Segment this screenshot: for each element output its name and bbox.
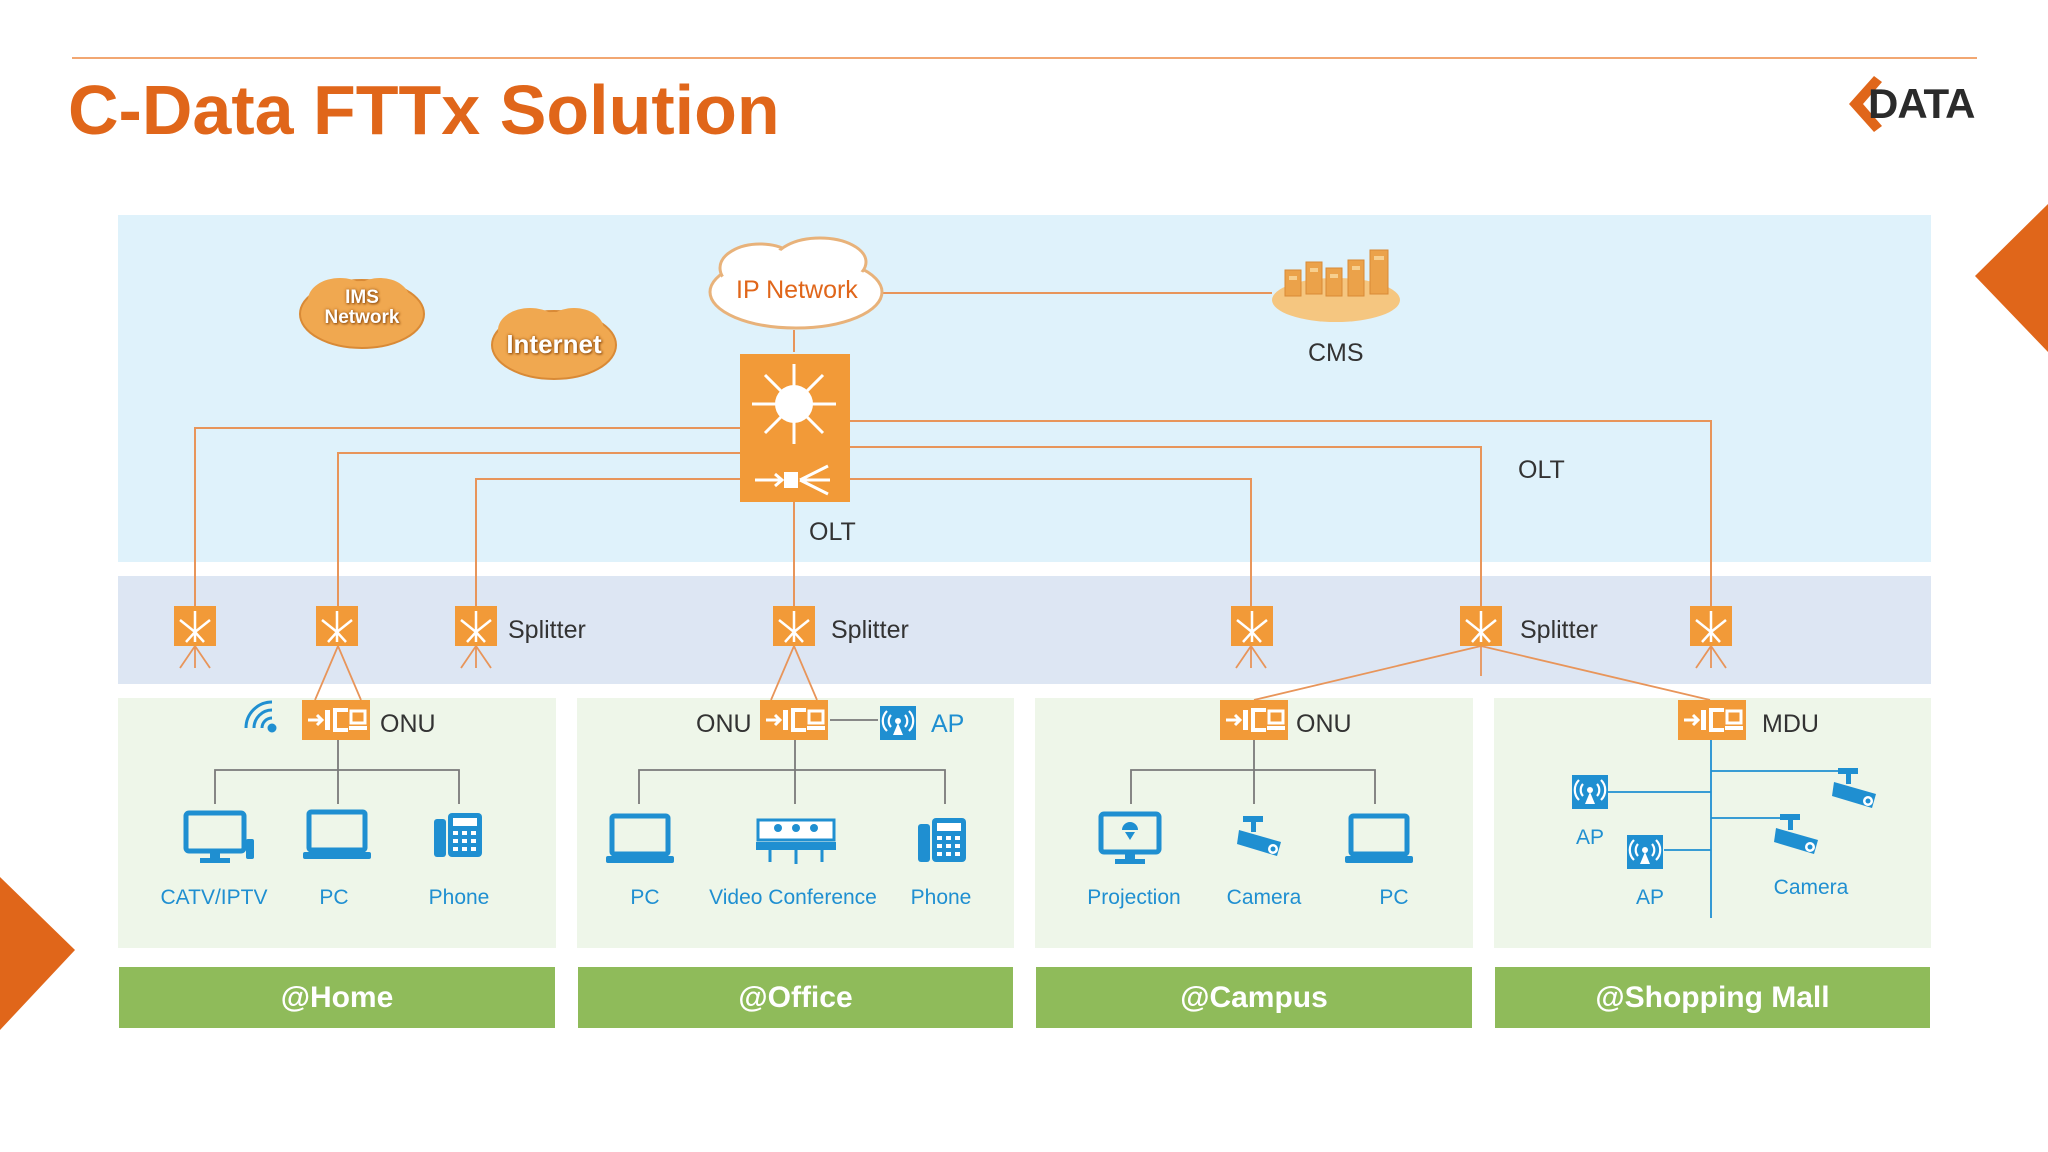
ap-label-office: AP: [931, 710, 965, 738]
olt-label-right: OLT: [1518, 456, 1565, 484]
video-conference-label: Video Conference: [709, 886, 877, 909]
ims-network-cloud: [299, 278, 425, 349]
tv-icon: [186, 813, 254, 863]
projection-icon: [1101, 814, 1159, 864]
catv-iptv-label: CATV/IPTV: [160, 886, 268, 909]
phone-label-home: Phone: [428, 886, 490, 909]
header-divider: [72, 57, 1977, 59]
splitter-drops: [179, 645, 1727, 701]
phone-label-office: Phone: [910, 886, 972, 909]
ip-network-label: IP Network: [736, 276, 858, 304]
ap-label-mall: AP: [1635, 886, 1665, 909]
wifi-icon: [244, 700, 277, 733]
lan-links: [214, 719, 1376, 804]
mdu-label: MDU: [1762, 710, 1819, 738]
footer-shopping-mall: @Shopping Mall: [1495, 967, 1930, 1028]
camera-label-campus: Camera: [1226, 886, 1302, 909]
cms-server-icon: [1272, 249, 1400, 322]
brand-logo-text: DATA: [1868, 80, 1975, 127]
onu-label-office: ONU: [696, 710, 752, 738]
footer-office: @Office: [578, 967, 1013, 1028]
network-core-band: [118, 215, 1931, 562]
footer-home: @Home: [119, 967, 555, 1028]
internet-cloud: [491, 308, 617, 380]
pc-label-office: PC: [630, 886, 660, 909]
onu-label-home: ONU: [380, 710, 436, 738]
olt-switch-icon: [740, 354, 850, 502]
projection-label: Projection: [1087, 886, 1181, 909]
olt-links: [194, 292, 1712, 612]
cms-label: CMS: [1308, 339, 1364, 367]
ap-label-mall: AP: [1575, 826, 1605, 849]
splitter-label: Splitter: [508, 616, 586, 644]
splitter-band: [118, 576, 1931, 684]
pc-label-home: PC: [319, 886, 349, 909]
splitter-label: Splitter: [1520, 616, 1598, 644]
pc-label-campus: PC: [1379, 886, 1409, 909]
footer-campus: @Campus: [1036, 967, 1472, 1028]
right-triangle-decor: [1975, 204, 2048, 352]
left-triangle-decor: [0, 877, 75, 1030]
internet-label: Internet: [506, 329, 602, 359]
splitter-label: Splitter: [831, 616, 909, 644]
mall-lan-links: [1591, 740, 1840, 918]
page-title: C-Data FTTx Solution: [68, 71, 780, 149]
camera-label-mall: Camera: [1773, 876, 1849, 899]
olt-label: OLT: [809, 518, 856, 546]
onu-label-campus: ONU: [1296, 710, 1352, 738]
video-conference-icon: [756, 818, 836, 864]
ip-network-cloud-fill: [713, 241, 879, 325]
